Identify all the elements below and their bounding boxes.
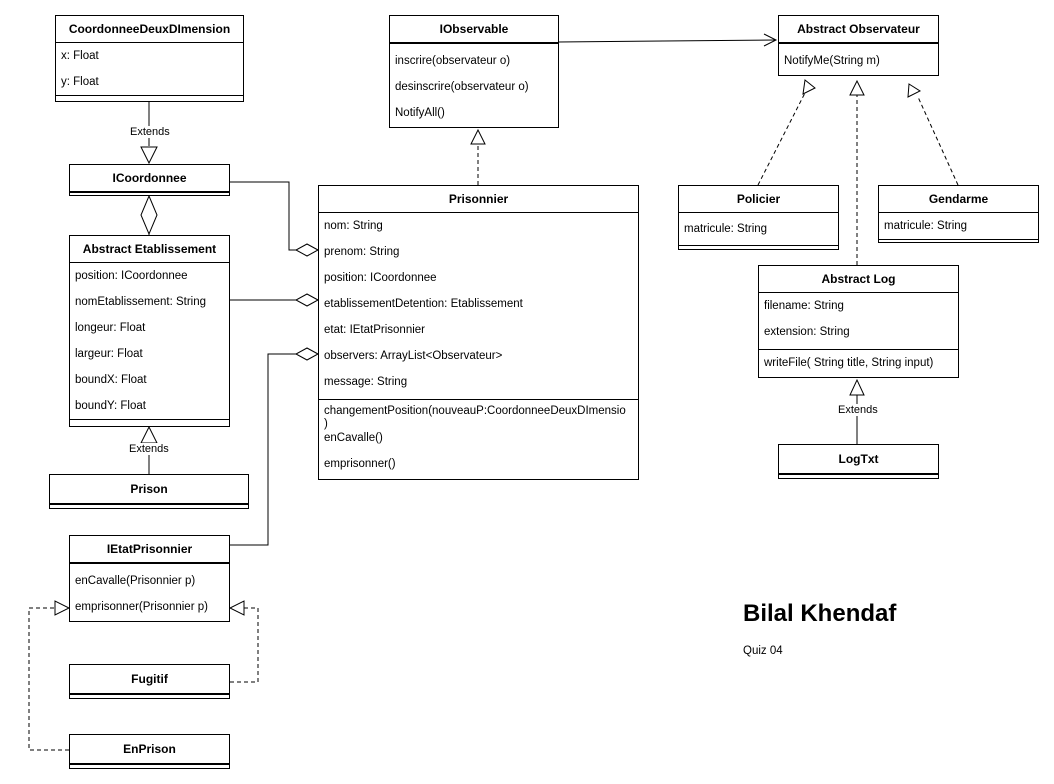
attribute-message: message: String xyxy=(324,376,408,388)
extends-label-prison: Extends xyxy=(127,443,171,455)
attribute-position: position: ICoordonnee xyxy=(75,270,188,282)
compartment-separator xyxy=(779,474,938,477)
author-name: Bilal Khendaf xyxy=(743,600,897,627)
method-emprisonner: emprisonner() xyxy=(324,458,396,470)
aggregation-diamond-coord xyxy=(140,194,158,236)
compartment-separator xyxy=(879,239,1038,242)
compartment-separator xyxy=(70,192,229,195)
class-name: CoordonneeDeuxDImension xyxy=(56,16,243,43)
class-name: Abstract Etablissement xyxy=(70,236,229,263)
attribute-filename: filename: String xyxy=(764,300,844,312)
class-iobservable[interactable]: IObservable inscrire(observateur o) desi… xyxy=(389,15,559,128)
method-inscrire: inscrire(observateur o) xyxy=(395,55,511,67)
compartment-separator xyxy=(50,504,248,507)
attribute-boundx: boundX: Float xyxy=(75,374,147,386)
class-name: IObservable xyxy=(390,16,558,43)
compartment-separator xyxy=(390,43,558,48)
association-line-observateur xyxy=(557,39,777,43)
method-desinscrire: desinscrire(observateur o) xyxy=(395,81,529,93)
class-prisonnier[interactable]: Prisonnier nom: String prenom: String po… xyxy=(318,185,639,480)
extends-label-coord: Extends xyxy=(128,126,172,138)
class-name: Gendarme xyxy=(879,186,1038,213)
attribute-observers: observers: ArrayList<Observateur> xyxy=(324,350,503,362)
class-name: LogTxt xyxy=(779,445,938,474)
extends-label-logtxt: Extends xyxy=(836,404,880,416)
class-abstract-observateur[interactable]: Abstract Observateur NotifyMe(String m) xyxy=(778,15,939,76)
class-prison[interactable]: Prison xyxy=(49,474,249,509)
aggregation-diamond-position xyxy=(294,243,320,257)
method-en-cavalle: enCavalle(Prisonnier p) xyxy=(75,575,196,587)
method-write-file: writeFile( String title, String input) xyxy=(764,357,934,369)
method-changement-position-cont: ) xyxy=(324,418,328,430)
attribute-nom: nom: String xyxy=(324,220,383,232)
compartment-separator xyxy=(759,349,958,350)
generalization-arrow-logtxt xyxy=(849,378,865,396)
compartment-separator xyxy=(679,245,838,248)
realization-arrow-enprison xyxy=(54,600,71,616)
class-name: Prisonnier xyxy=(319,186,638,213)
class-name: IEtatPrisonnier xyxy=(70,536,229,563)
attribute-matricule: matricule: String xyxy=(684,223,768,235)
class-fugitif[interactable]: Fugitif xyxy=(69,664,230,699)
realization-arrow-iobservable xyxy=(470,128,486,145)
class-policier[interactable]: Policier matricule: String xyxy=(678,185,839,250)
generalization-arrow-coord xyxy=(140,146,158,165)
class-coordonnee-deux-dimension[interactable]: CoordonneeDeuxDImension x: Float y: Floa… xyxy=(55,15,244,102)
class-en-prison[interactable]: EnPrison xyxy=(69,734,230,769)
class-name: Abstract Log xyxy=(759,266,958,293)
class-name: Policier xyxy=(679,186,838,213)
class-logtxt[interactable]: LogTxt xyxy=(778,444,939,479)
compartment-separator xyxy=(779,43,938,48)
realization-arrow-gendarme xyxy=(907,83,922,98)
attribute-y: y: Float xyxy=(61,76,99,88)
attribute-prenom: prenom: String xyxy=(324,246,400,258)
realization-arrow-fugitif xyxy=(228,600,245,616)
class-abstract-etablissement[interactable]: Abstract Etablissement position: ICoordo… xyxy=(69,235,230,427)
method-changement-position: changementPosition(nouveauP:CoordonneeDe… xyxy=(324,405,626,417)
realization-arrow-policier xyxy=(802,79,816,95)
association-arrow-observateur xyxy=(763,33,778,47)
realization-arrow-log xyxy=(849,79,865,96)
compartment-separator xyxy=(56,95,243,98)
class-name: ICoordonnee xyxy=(70,165,229,192)
compartment-separator xyxy=(70,764,229,767)
attribute-matricule: matricule: String xyxy=(884,220,968,232)
attribute-boundy: boundY: Float xyxy=(75,400,146,412)
attribute-etat: etat: IEtatPrisonnier xyxy=(324,324,425,336)
method-notify-me: NotifyMe(String m) xyxy=(784,55,880,67)
attribute-longeur: longeur: Float xyxy=(75,322,146,334)
aggregation-diamond-etablissement xyxy=(294,293,320,307)
class-ietat-prisonnier[interactable]: IEtatPrisonnier enCavalle(Prisonnier p) … xyxy=(69,535,230,622)
class-name: EnPrison xyxy=(70,735,229,764)
class-icoordonnee[interactable]: ICoordonnee xyxy=(69,164,230,196)
class-name: Fugitif xyxy=(70,665,229,694)
method-en-cavalle: enCavalle() xyxy=(324,432,383,444)
class-name: Abstract Observateur xyxy=(779,16,938,43)
quiz-subtitle: Quiz 04 xyxy=(743,645,783,657)
compartment-separator xyxy=(70,563,229,568)
class-name: Prison xyxy=(50,475,248,504)
aggregation-diamond-etat xyxy=(294,347,320,361)
attribute-position: position: ICoordonnee xyxy=(324,272,437,284)
attribute-largeur: largeur: Float xyxy=(75,348,143,360)
class-gendarme[interactable]: Gendarme matricule: String xyxy=(878,185,1039,243)
compartment-separator xyxy=(319,399,638,404)
attribute-extension: extension: String xyxy=(764,326,850,338)
generalization-arrow-prison xyxy=(140,425,158,444)
compartment-separator xyxy=(70,419,229,422)
compartment-separator xyxy=(70,694,229,697)
attribute-nom-etablissement: nomEtablissement: String xyxy=(75,296,207,308)
attribute-x: x: Float xyxy=(61,50,99,62)
method-notify-all: NotifyAll() xyxy=(395,107,445,119)
class-abstract-log[interactable]: Abstract Log filename: String extension:… xyxy=(758,265,959,378)
attribute-etablissement-detention: etablissementDetention: Etablissement xyxy=(324,298,523,310)
method-emprisonner: emprisonner(Prisonnier p) xyxy=(75,601,208,613)
